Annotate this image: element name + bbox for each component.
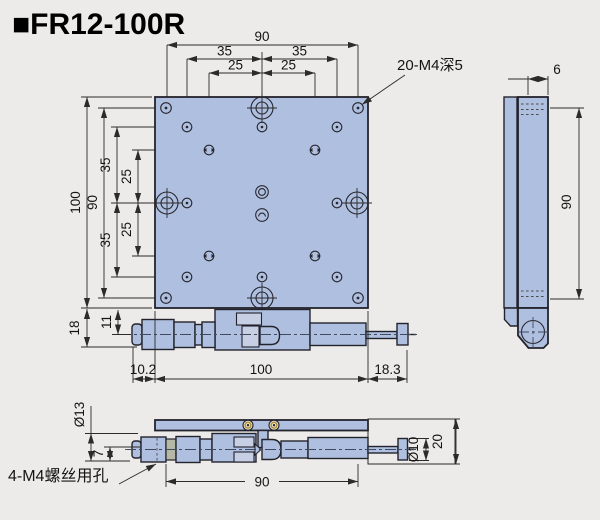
dim-left-overall: 100 — [68, 191, 83, 214]
dim-bottom-right: 18.3 — [374, 362, 400, 377]
m4-holes-25-grid — [203, 144, 321, 262]
side-base-slab — [503, 96, 518, 309]
clamp-lower — [241, 325, 260, 348]
side-top-slab — [517, 96, 549, 309]
dim-left-35-lower: 35 — [98, 232, 113, 247]
dim-tip-length: 7 — [91, 450, 106, 458]
dim-base-height: 18 — [67, 320, 82, 335]
spindle-nose — [259, 325, 281, 346]
dim-side-right: 90 — [559, 194, 574, 209]
screw-hole-callout-label: 4-M4螺丝用孔 — [8, 467, 108, 485]
clamp-lower — [233, 451, 255, 463]
spring-housing — [309, 322, 367, 347]
side-dimensions: 6 90 — [508, 62, 584, 300]
dim-left-25-upper: 25 — [119, 169, 134, 184]
front-view: 90 35 35 25 25 100 90 35 25 — [67, 29, 463, 383]
dim-rod-diameter: Ø10 — [406, 437, 421, 463]
clamp-upper — [233, 436, 255, 448]
dim-left-25-lower: 25 — [119, 222, 134, 237]
bottom-view: Ø13 7 90 Ø10 20 4-M4螺丝用孔 — [8, 402, 460, 490]
dim-left-35-upper: 35 — [98, 157, 113, 172]
dim-axis-offset: 11 — [99, 315, 114, 329]
m4-holes-35-grid — [181, 121, 343, 283]
dim-top-overall: 90 — [254, 29, 269, 44]
spring-rod — [365, 330, 398, 340]
dim-top-35-right: 35 — [292, 44, 307, 59]
dim-bottom-hole-span: 90 — [254, 475, 269, 490]
hole-callout: 20-M4深5 — [361, 57, 463, 105]
hole-callout-label: 20-M4深5 — [397, 57, 463, 74]
front-drive-dimensions: 18 11 — [67, 309, 137, 348]
dim-knob-diameter: Ø13 — [72, 402, 87, 428]
front-top-dimensions: 90 35 35 25 25 — [166, 29, 359, 144]
dim-side-top: 6 — [553, 62, 561, 77]
dim-left-hole-span: 90 — [85, 195, 100, 210]
page-title: ■FR12-100R — [12, 8, 186, 41]
dim-top-35-left: 35 — [217, 44, 232, 59]
spring-housing — [307, 436, 369, 460]
dim-bottom-left: 10.2 — [130, 362, 156, 377]
side-view: 6 90 — [503, 62, 584, 349]
bottom-drive-assembly — [125, 432, 418, 464]
front-left-dimensions: 100 90 35 25 25 35 — [68, 96, 203, 309]
dim-bottom-middle: 100 — [250, 362, 273, 377]
dim-total-height: 20 — [430, 434, 445, 449]
bottom-plate-edge — [154, 419, 369, 432]
screw-hole-callout: 4-M4螺丝用孔 — [8, 463, 157, 485]
bottom-dimensions: Ø13 7 90 Ø10 20 — [72, 402, 460, 490]
front-plate — [152, 93, 372, 313]
counterbore-holes — [152, 93, 372, 313]
side-foot-left — [503, 307, 519, 327]
dim-top-25-left: 25 — [228, 58, 243, 73]
center-holes — [255, 185, 269, 222]
clamp-upper — [235, 312, 263, 326]
dim-top-25-right: 25 — [281, 58, 296, 73]
front-drive-assembly — [120, 308, 420, 351]
front-bottom-dimensions: 10.2 100 18.3 — [130, 311, 408, 383]
brass-insert-holes — [242, 419, 280, 431]
corner-holes — [160, 102, 364, 304]
side-hidden-threads — [521, 103, 545, 297]
